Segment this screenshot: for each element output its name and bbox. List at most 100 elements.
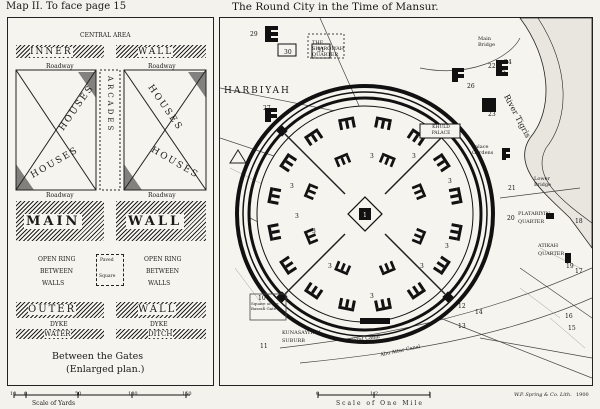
roadway-label-top-left: Roadway (46, 63, 74, 70)
place-number: 22 (488, 63, 496, 70)
paved-label: Paved (100, 258, 114, 263)
place-number: 3 (370, 293, 374, 300)
place-number: 3 (412, 153, 416, 160)
walls-left: WALLS (42, 280, 65, 287)
place-number: 29 (250, 31, 258, 38)
river-tigris (519, 18, 592, 249)
dyke-right: DYKE (150, 321, 168, 328)
place-number: 31 (317, 47, 325, 54)
quarter-block (411, 227, 427, 245)
place-number: 3 (370, 153, 374, 160)
map-title: The Round City in the Time of Mansur. (232, 1, 439, 13)
quarter-block (338, 297, 356, 312)
place-number: 3 (290, 183, 294, 190)
between-right: BETWEEN (146, 268, 179, 275)
between-left: BETWEEN (40, 268, 73, 275)
label-basrah-square: Square of the Basrah Gate (251, 301, 279, 311)
label-sharqiyah: THE SHARQIYAH QUARTER (312, 40, 345, 58)
place-number: 25 (498, 69, 506, 76)
label-lower-bridge: Lower Bridge (534, 176, 552, 188)
ditch-label: DITCH (148, 330, 173, 338)
quarter-block (303, 281, 324, 300)
label-kunasayiyah: KUNASAYIYAH SUBURB (282, 330, 321, 344)
place-number: 19 (566, 263, 574, 270)
place-number: 3 (420, 263, 424, 270)
quarter-block (448, 223, 463, 241)
label-palace-gardens: Palace Gardens (472, 144, 494, 156)
place-number: 21 (508, 185, 516, 192)
quarter-block (374, 297, 392, 312)
place-number: 20 (507, 215, 515, 222)
label-platariyin: PLATARIYIN QUARTER (518, 211, 551, 225)
houses-plan (15, 69, 207, 191)
place-number: 12 (458, 303, 466, 310)
roadway-label-mid-right: Roadway (148, 192, 176, 199)
quarter-block (303, 227, 319, 245)
main-label: MAIN (24, 214, 83, 229)
walls-right: WALLS (148, 280, 171, 287)
inset-caption-2: (Enlarged plan.) (66, 364, 145, 375)
quarter-block (279, 255, 298, 276)
place-number: 16 (565, 313, 573, 320)
mile-tick-0: 0 (316, 391, 320, 397)
quarter-block (374, 116, 392, 131)
place-number: 3 (295, 213, 299, 220)
place-number: 15 (568, 325, 576, 332)
central-area-label: CENTRAL AREA (80, 32, 131, 39)
place-number: 3 (445, 243, 449, 250)
quarter-block (378, 260, 396, 276)
yards-tick-10: 10 (10, 391, 17, 397)
inner-label: INNER (30, 47, 73, 57)
quarter-block (334, 152, 352, 168)
dyke-left: DYKE (50, 321, 68, 328)
paved-square (96, 254, 124, 286)
outer-label: OUTER (28, 304, 77, 315)
place-number: 3 (448, 178, 452, 185)
place-number: 26 (467, 83, 475, 90)
yards-scale-label: Scale of Yards (32, 400, 76, 407)
quarter-block (303, 183, 319, 201)
yards-tick-0: 0 (24, 391, 28, 397)
quarter-block (279, 152, 298, 173)
quarter-block (267, 223, 282, 241)
quarter-block (406, 281, 427, 300)
credit-reference: 1900 (576, 392, 589, 398)
quarter-block (448, 187, 463, 205)
open-ring-left: OPEN RING (38, 256, 76, 263)
arcades-label: ARCADES (106, 76, 114, 134)
place-number: 27 (263, 105, 271, 112)
gates-inset-panel: CENTRAL AREA INNER WALL Roadway Roadway … (7, 17, 214, 386)
place-number: 3 (328, 263, 332, 270)
quarter-block (303, 128, 324, 147)
outer-wall-label: WALL (138, 304, 177, 315)
khuld-palace (419, 123, 461, 139)
inset-caption-1: Between the Gates (52, 351, 144, 362)
roadway-label-top-right: Roadway (148, 63, 176, 70)
quarter-block (378, 152, 396, 168)
label-khuld-palace: KHULD PALACE (431, 125, 451, 136)
yards-tick-50: 50 (75, 391, 82, 397)
yards-scale (12, 392, 192, 406)
water-label: WATER (44, 330, 71, 338)
place-number: 17 (575, 268, 583, 275)
inner-wall-label: WALL (138, 47, 174, 57)
mile-tick-1: 1 (428, 391, 432, 397)
place-number: 10 (258, 295, 266, 302)
map-reference: Map II. To face page 15 (6, 1, 127, 12)
center-number: 1 (363, 212, 367, 219)
quarter-block (411, 183, 427, 201)
place-number: 24 (504, 59, 512, 66)
mile-scale (316, 392, 432, 406)
place-number: 18 (575, 218, 583, 225)
open-ring-right: OPEN RING (144, 256, 182, 263)
yards-tick-150: 150 (182, 391, 192, 397)
mile-scale-label: Scale of One Mile (336, 400, 424, 407)
mile-tick-half: 1/2 (370, 391, 379, 397)
place-number: 23 (488, 111, 496, 118)
main-wall-label: WALL (126, 214, 185, 229)
place-number: 30 (284, 49, 292, 56)
roadway-label-mid-left: Roadway (46, 192, 74, 199)
label-main-bridge: Main Bridge (478, 36, 496, 48)
label-atikah: ATIKAH QUARTER (538, 243, 565, 257)
